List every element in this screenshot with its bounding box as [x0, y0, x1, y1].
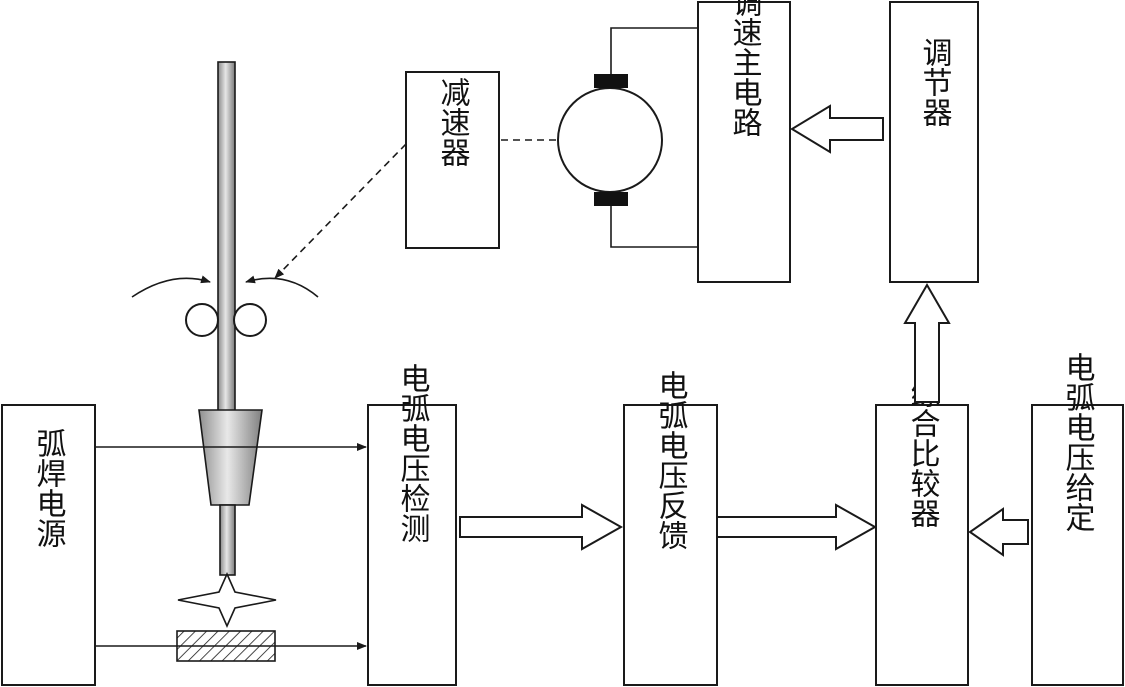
- contact-tip: [198, 409, 263, 506]
- feed-roller-right: [233, 303, 267, 337]
- motor-lead-bottom: [610, 206, 698, 248]
- motor: [557, 27, 698, 248]
- reducer-label: 减速器: [435, 77, 471, 167]
- arc-voltage-feedback-label: 电弧电压反馈: [653, 370, 689, 550]
- arc-power-source-label: 弧焊电源: [31, 428, 66, 548]
- reducer-feed-link: [274, 143, 407, 279]
- arrow-regulator-to-speed-circuit: [790, 104, 884, 154]
- speed-main-circuit-label: 调速主电路: [727, 0, 762, 137]
- motor-brush-bottom: [594, 192, 628, 206]
- arrow-setting-to-comparator: [968, 507, 1029, 557]
- arc-voltage-detection-label: 电弧电压检测: [395, 363, 431, 543]
- motor-brush-top: [594, 74, 628, 88]
- arc-spark: [177, 572, 277, 628]
- arrow-feedback-to-comparator: [716, 503, 878, 551]
- feed-roller-left: [185, 303, 219, 337]
- arc-voltage-feedback-block: 电弧电压反馈: [623, 370, 718, 686]
- arc-voltage-detection-block: 电弧电压检测: [367, 363, 457, 686]
- arrow-comparator-to-regulator: [903, 283, 951, 403]
- reducer-block: 减速器: [405, 71, 500, 249]
- comparator-label: 综合比较器: [905, 378, 941, 528]
- arc-power-source-block: 弧焊电源: [1, 404, 96, 686]
- arc-voltage-setting-block: 电弧电压给定: [1031, 352, 1124, 686]
- motor-lead-top: [610, 27, 698, 74]
- arc-voltage-setting-label: 电弧电压给定: [1060, 352, 1096, 532]
- rotation-arrow-right: [245, 275, 319, 298]
- speed-main-circuit-block: 调速主电路: [697, 0, 791, 283]
- regulator-label: 调节器: [917, 37, 953, 127]
- comparator-block: 综合比较器: [875, 378, 969, 686]
- arrow-detection-to-feedback: [459, 503, 624, 551]
- feed-rollers: [131, 275, 319, 337]
- welding-wire: [198, 61, 263, 576]
- rotation-arrow-left: [131, 275, 211, 298]
- regulator-block: 调节器: [889, 1, 979, 283]
